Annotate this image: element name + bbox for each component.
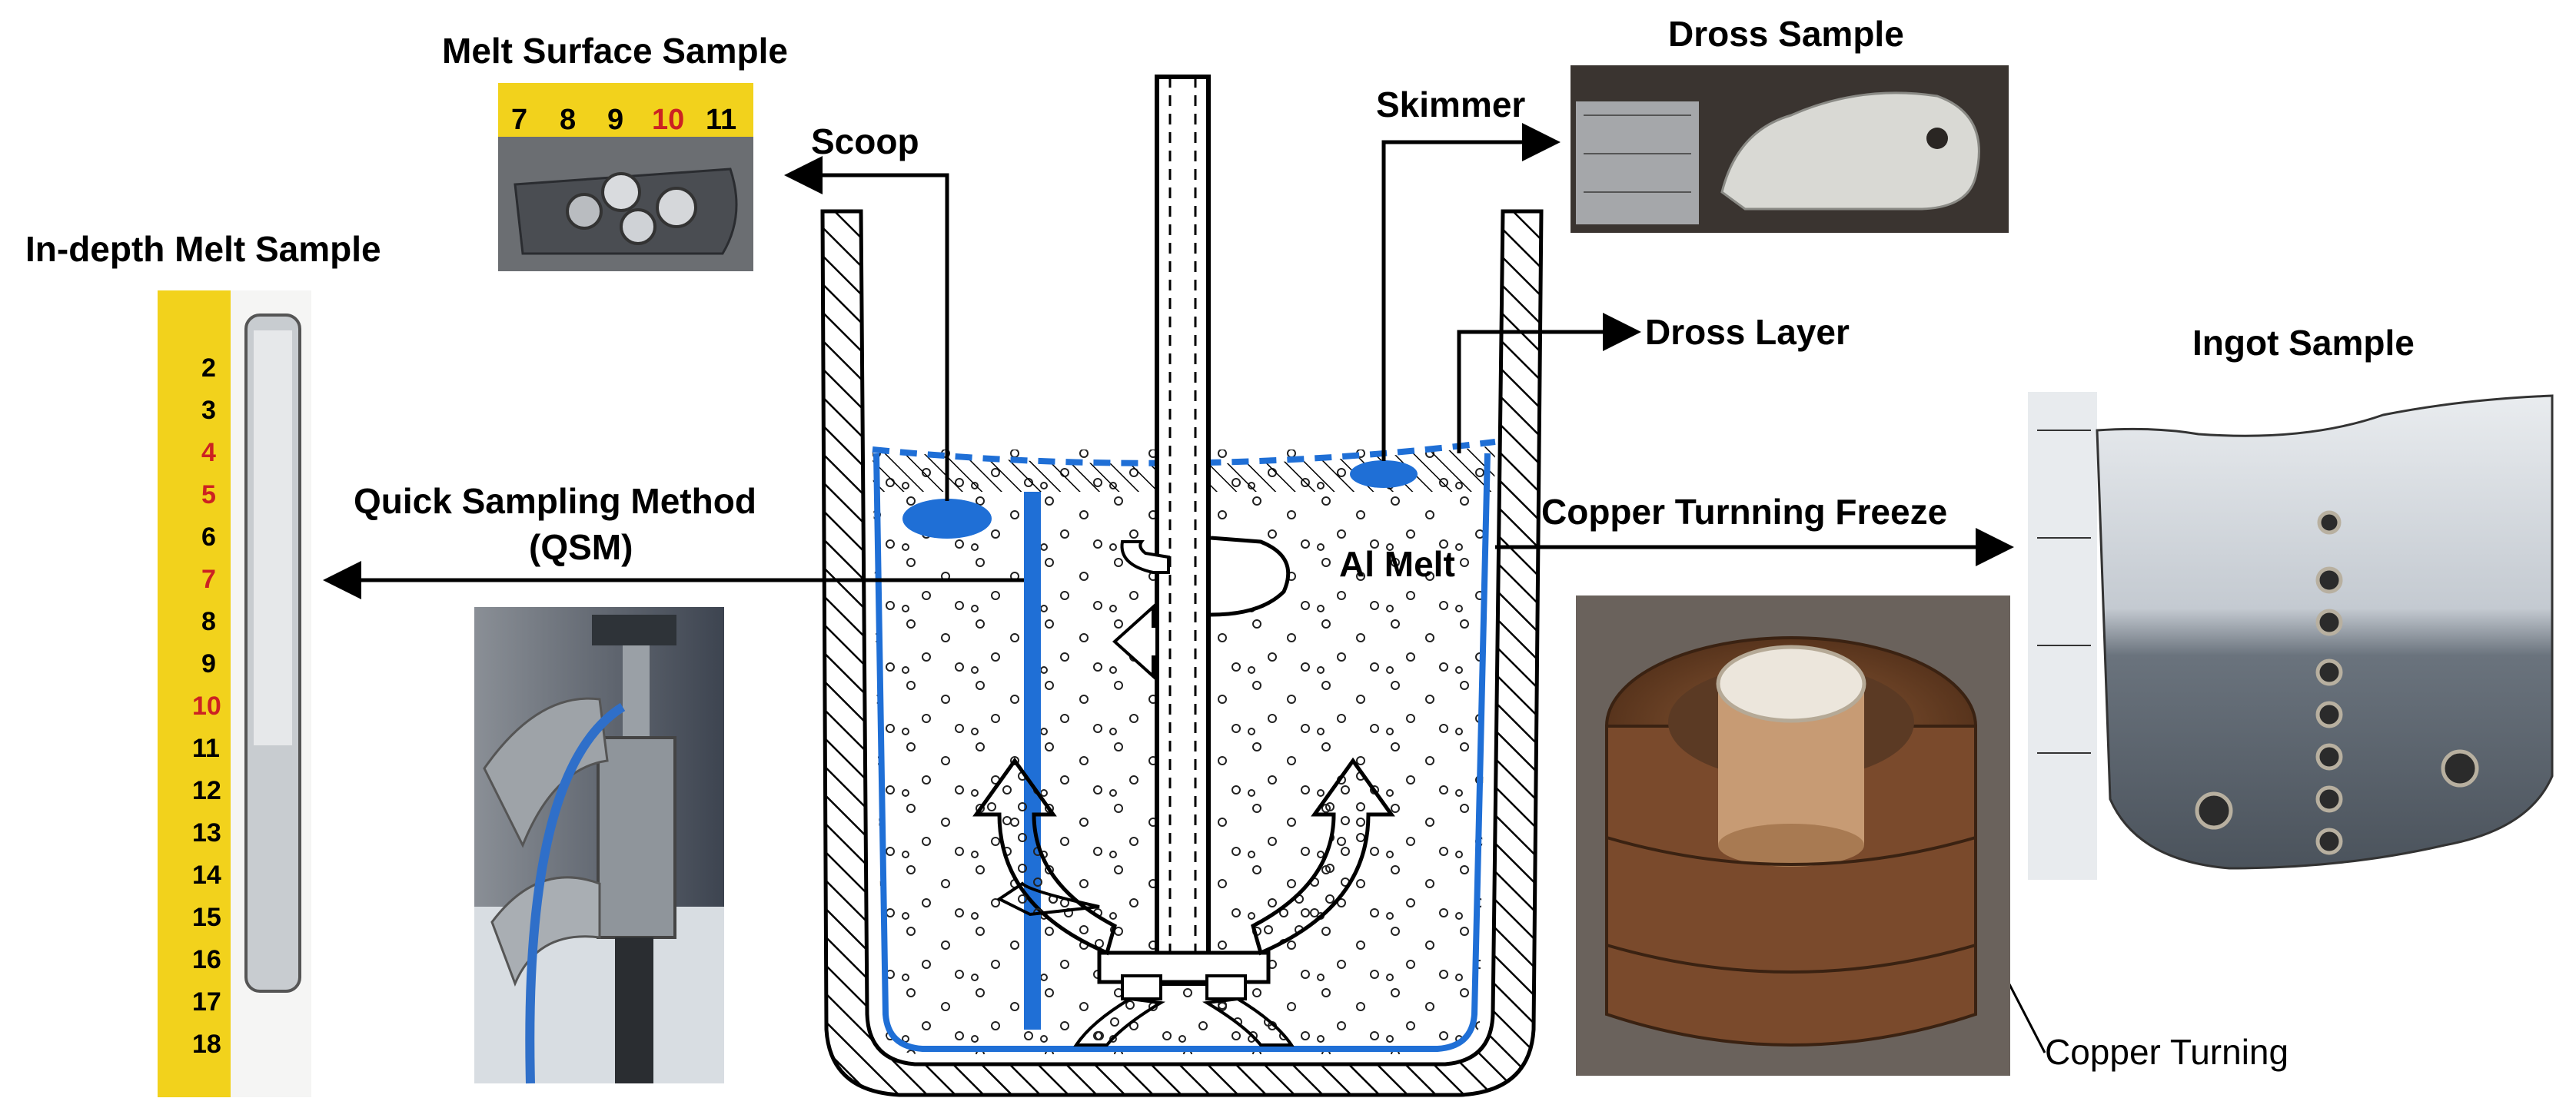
curved-arrow-icon — [1073, 997, 1165, 1047]
ingot-photo — [2028, 392, 2554, 880]
ruler-tick: 6 — [201, 523, 216, 552]
labels: Melt Surface Sample In-depth Melt Sample… — [25, 14, 2415, 1072]
ruler-tick: 11 — [706, 104, 736, 136]
dross-layer-arrow — [1457, 313, 1641, 453]
melt-surface-ruler-ticks: 7 8 9 10 11 — [511, 104, 736, 136]
impeller-icon — [1097, 950, 1271, 1000]
ruler-tick: 2 — [201, 353, 216, 383]
melt-outline — [873, 453, 1491, 1052]
curved-arrow-icon — [996, 881, 1100, 917]
in-depth-melt-sample-label: In-depth Melt Sample — [25, 229, 381, 269]
skimmer-label: Skimmer — [1376, 85, 1525, 124]
ruler-tick: 10 — [652, 104, 684, 136]
ruler-tick: 4 — [201, 438, 216, 467]
melt-surface-sample-label: Melt Surface Sample — [442, 31, 788, 71]
qsm-label: (QSM) — [529, 527, 633, 567]
ruler-tick: 14 — [192, 861, 221, 890]
ruler-tick: 15 — [192, 903, 221, 932]
ruler-tick: 9 — [201, 649, 216, 678]
ingot-sample-label: Ingot Sample — [2192, 323, 2415, 363]
dross-sample-label: Dross Sample — [1668, 14, 1904, 54]
ruler-tick: 7 — [201, 565, 216, 594]
ruler-tick: 7 — [511, 104, 527, 136]
curved-arrow-icon — [1251, 757, 1395, 956]
quick-sampling-method-label: Quick Sampling Method — [354, 481, 756, 521]
ruler-tick: 8 — [201, 607, 216, 636]
connectors — [323, 123, 2046, 1053]
dross-photo — [1571, 65, 2009, 233]
stirrer — [1097, 75, 1291, 1000]
copper-turning-label: Copper Turning — [2045, 1032, 2288, 1072]
ruler-tick: 17 — [192, 987, 221, 1017]
flow-arrows — [972, 757, 1395, 1047]
ruler-tick: 13 — [192, 818, 221, 848]
copper-turning-freeze-label: Copper Turnning Freeze — [1541, 492, 1947, 532]
ruler-tick: 16 — [192, 945, 221, 974]
ruler-tick: 9 — [607, 104, 623, 136]
al-melt-label: Al Melt — [1339, 544, 1455, 584]
crucible-wall — [820, 209, 1544, 1097]
ruler-tick: 11 — [192, 734, 220, 763]
ruler-tick: 10 — [192, 692, 221, 721]
copper-photo — [1576, 595, 2010, 1076]
qsm-photo — [474, 607, 724, 1084]
thermocouple-holes — [2195, 510, 2479, 855]
in-depth-ruler-ticks: 2 3 4 5 6 7 8 9 10 11 12 13 14 15 16 17 … — [192, 353, 221, 1059]
rotation-arrow-icon — [1120, 540, 1170, 574]
dross-layer-label: Dross Layer — [1645, 312, 1850, 352]
skimmer-arrow — [1381, 123, 1561, 461]
scoop-arrow — [784, 156, 949, 501]
melt-surface-photo: 7 8 9 10 11 — [498, 83, 753, 271]
scoop-sample-spot — [902, 499, 992, 539]
qsm-probe — [1024, 492, 1041, 1030]
ruler-tick: 12 — [192, 776, 221, 805]
scoop-label: Scoop — [811, 121, 919, 161]
skimmer-sample-spot — [1350, 460, 1418, 488]
curved-arrow-icon — [1202, 997, 1295, 1047]
ruler-tick: 8 — [560, 104, 576, 136]
ruler-tick: 18 — [192, 1030, 221, 1059]
ruler-tick: 5 — [201, 480, 216, 509]
ruler-tick: 3 — [201, 396, 216, 425]
in-depth-photo: 2 3 4 5 6 7 8 9 10 11 12 13 14 15 16 17 … — [158, 290, 311, 1097]
